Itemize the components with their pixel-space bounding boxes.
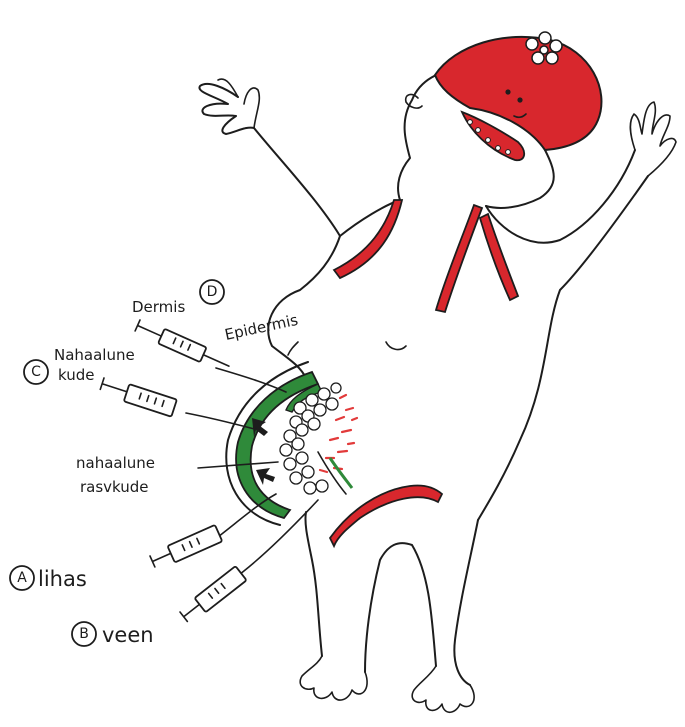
syringe-d [134,318,232,373]
skin-cross-section [226,362,357,525]
syringe-b [179,566,247,625]
label-nahaalune-kude-1: Nahaalune [54,346,135,364]
marker-c: C [24,360,48,384]
syringe-icon [149,525,222,571]
syringe-icon [99,376,177,417]
swimsuit [330,200,518,546]
label-epidermis: Epidermis [223,311,300,344]
marker-d-text: D [207,284,218,300]
label-veen: veen [102,623,154,647]
marker-d: D [200,280,224,304]
label-lihas: lihas [38,567,87,591]
swim-cap [435,32,601,150]
marker-a-text: A [17,570,27,586]
figure-body [199,70,676,712]
label-rasvkude-2: rasvkude [80,478,149,496]
label-dermis: Dermis [132,298,185,316]
syringe-icon [134,318,232,373]
marker-a: A [10,566,34,590]
marker-c-text: C [31,364,41,380]
marker-b: B [72,622,96,646]
label-rasvkude-1: nahaalune [76,454,155,472]
label-nahaalune-kude-2: kude [58,366,94,384]
syringe-icon [179,566,247,625]
syringe-c [99,376,177,417]
syringe-a [149,525,222,571]
marker-b-text: B [79,626,89,642]
